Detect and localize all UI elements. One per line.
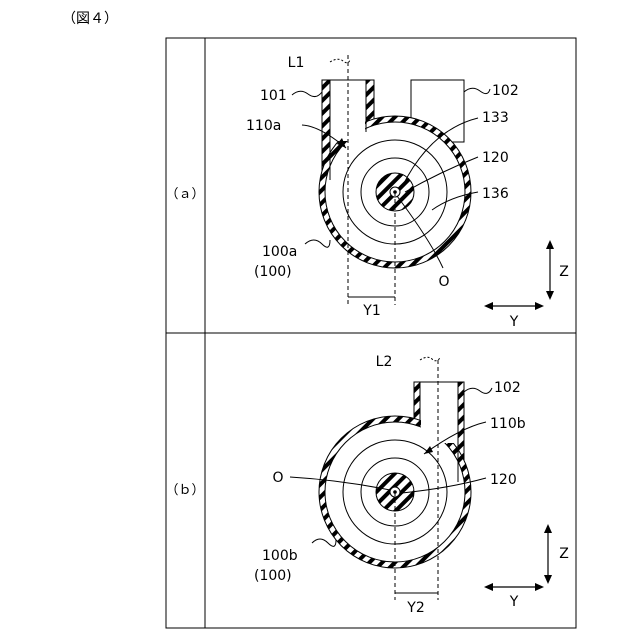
label-102-a: 102 <box>492 83 519 99</box>
label-110a: 110a <box>246 118 281 134</box>
label-y1: Y1 <box>362 303 380 319</box>
label-y2: Y2 <box>406 600 424 616</box>
label-136: 136 <box>482 186 509 202</box>
axis-y-label-b: Y <box>509 594 519 610</box>
leader-102 <box>464 88 490 93</box>
axis-z-label-b: Z <box>559 546 569 562</box>
leader-102-b <box>464 388 492 393</box>
axes-b <box>484 524 552 591</box>
label-100-a: (100) <box>254 264 292 280</box>
label-133: 133 <box>482 110 509 126</box>
label-110b: 110b <box>490 416 526 432</box>
leader-100a <box>305 240 330 247</box>
axes-a <box>484 240 554 310</box>
label-l2: L2 <box>376 354 393 370</box>
label-120-a: 120 <box>482 150 509 166</box>
label-102-b: 102 <box>494 380 521 396</box>
panel-b: L2 Y2 102 110b 120 O 100b (100) Z <box>254 354 569 616</box>
panel-b-row-label: （ｂ） <box>165 483 204 498</box>
label-o-a: O <box>438 274 449 290</box>
leader-100b <box>312 539 336 546</box>
label-100-b: (100) <box>254 568 292 584</box>
axis-z-label-a: Z <box>559 264 569 280</box>
label-l1: L1 <box>288 55 305 71</box>
label-120-b: 120 <box>490 472 517 488</box>
label-101: 101 <box>260 88 287 104</box>
axis-y-label-a: Y <box>509 314 519 330</box>
label-o-b: O <box>272 470 283 486</box>
label-100b: 100b <box>262 548 298 564</box>
leader-101 <box>292 91 322 96</box>
leader-l2 <box>420 357 440 361</box>
leader-l1 <box>330 59 350 63</box>
panel-a: L1 Y1 101 102 110a 133 120 136 100a (100… <box>246 55 569 330</box>
panel-a-row-label: （ａ） <box>165 187 204 202</box>
label-100a: 100a <box>262 244 297 260</box>
